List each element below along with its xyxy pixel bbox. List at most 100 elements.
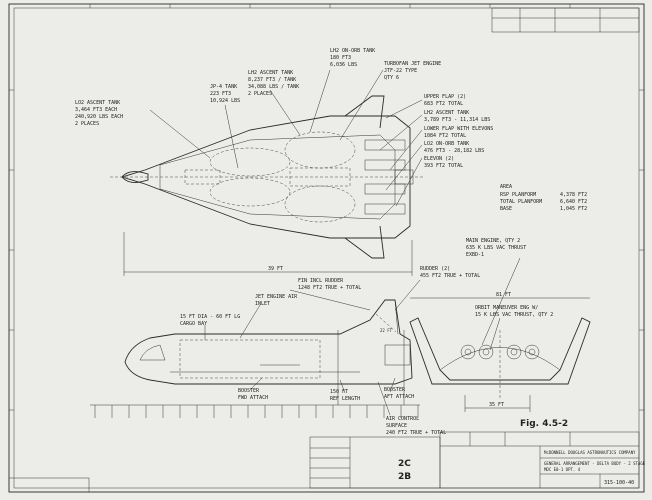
side-view [124,299,413,405]
svg-text:UPPER FLAP (2): UPPER FLAP (2) [424,94,466,100]
svg-text:FIN INCL RUDDER: FIN INCL RUDDER [298,278,344,284]
svg-text:BOOSTER: BOOSTER [384,387,406,393]
svg-text:ELEVON (2): ELEVON (2) [424,156,454,162]
svg-text:6,640 FT2: 6,640 FT2 [560,199,587,205]
svg-text:8,237 FT3 / TANK: 8,237 FT3 / TANK [248,77,296,83]
svg-text:MAIN ENGINE, QTY 2: MAIN ENGINE, QTY 2 [466,238,520,244]
span-label: 39 FT [268,266,283,272]
svg-text:150 FT: 150 FT [330,389,348,395]
svg-text:2 PLACES: 2 PLACES [248,91,272,97]
rear-leader-lines [481,257,521,351]
svg-text:LO2 ON-ORB TANK: LO2 ON-ORB TANK [424,141,469,147]
cockpit-window [139,344,166,361]
upper-wing-tip [344,95,385,129]
svg-text:QTY 6: QTY 6 [384,75,399,81]
label-air-control: AIR CONTROL SURFACE 240 FT2 TRUE + TOTAL [386,416,446,436]
rear-engines [460,344,540,360]
dwg-number: 315-100-40 [604,480,634,486]
dim-22ft-label: 22 FT [380,328,393,333]
svg-text:INLET: INLET [255,301,270,307]
label-lo2-onorb: LO2 ON-ORB TANK 476 FT3 - 28,182 LBS [424,141,484,154]
svg-text:CARGO BAY: CARGO BAY [180,321,207,327]
svg-text:TOTAL PLANFORM: TOTAL PLANFORM [500,199,542,205]
station-scale [90,404,420,418]
sheet-border [8,3,645,493]
svg-text:635 K LBS VAC THRUST: 635 K LBS VAC THRUST [466,245,526,251]
page-code-top: 2C [398,459,411,469]
label-fin: FIN INCL RUDDER 1248 FT2 TRUE + TOTAL [298,278,361,291]
label-jp4: JP-4 TANK 223 FT3 10,924 LBS [210,84,240,104]
lo2-ascent-tank-lower [209,177,291,207]
svg-text:JP-4 TANK: JP-4 TANK [210,84,237,90]
label-lh2-ascent: LH2 ASCENT TANK 8,237 FT3 / TANK 34,088 … [248,70,299,97]
svg-text:LH2 ASCENT TANK: LH2 ASCENT TANK [248,70,293,76]
svg-text:240 FT2 TRUE + TOTAL: 240 FT2 TRUE + TOTAL [386,430,446,436]
svg-text:ORBIT MANEUVER ENG W/: ORBIT MANEUVER ENG W/ [475,305,538,311]
svg-text:1248 FT2 TRUE + TOTAL: 1248 FT2 TRUE + TOTAL [298,285,361,291]
svg-text:EXBD-1: EXBD-1 [466,252,484,258]
svg-text:LO2 ASCENT TANK: LO2 ASCENT TANK [75,100,120,106]
svg-text:15 FT DIA - 60 FT LG: 15 FT DIA - 60 FT LG [180,314,240,320]
svg-text:1084 FT2 TOTAL: 1084 FT2 TOTAL [424,133,466,139]
label-lh2-onorb: LH2 ON-ORB TANK 180 FT3 6,036 LBS [330,48,375,68]
label-turbofan: TURBOFAN JET ENGINE JTF-22 TYPE QTY 6 [384,61,441,81]
title-main: GENERAL ARRANGEMENT - DELTA BODY - 2 STA… [544,461,646,466]
border-zone-ticks [9,4,644,411]
label-orbit-maneuver: ORBIT MANEUVER ENG W/ 15 K LBS VAC THRUS… [475,305,553,318]
page-code-bottom: 2B [398,472,411,482]
rear-view [409,297,591,412]
width-label: 81 FT [496,292,511,298]
rear-dim-label: 35 FT [489,402,504,408]
svg-text:4,378 FT2: 4,378 FT2 [560,192,587,198]
svg-text:RUDDER (2): RUDDER (2) [420,266,450,272]
svg-text:393 FT2 TOTAL: 393 FT2 TOTAL [424,163,463,169]
lower-wing-tip [344,225,385,259]
label-booster-fwd: BOOSTER FWD ATTACH [238,388,268,401]
title-company: McDONNELL DOUGLAS ASTRONAUTICS COMPANY [544,450,636,455]
label-main-engine: MAIN ENGINE, QTY 2 635 K LBS VAC THRUST … [466,238,526,258]
label-elevon: ELEVON (2) 393 FT2 TOTAL [424,156,463,169]
svg-text:3,789 FT3 - 11,314 LBS: 3,789 FT3 - 11,314 LBS [424,117,490,123]
svg-text:1,045 FT2: 1,045 FT2 [560,206,587,212]
label-lh2-ascent-2: LH2 ASCENT TANK 3,789 FT3 - 11,314 LBS [424,110,490,123]
svg-text:15 K LBS VAC THRUST, QTY 2: 15 K LBS VAC THRUST, QTY 2 [475,312,553,318]
title-block [8,431,640,493]
svg-text:LOWER FLAP WITH ELEVONS: LOWER FLAP WITH ELEVONS [424,126,493,132]
label-booster-aft: BOOSTER AFT ATTACH [384,387,414,400]
lo2-ascent-tank-upper [209,147,291,177]
revision-block [491,7,640,33]
svg-text:FWD ATTACH: FWD ATTACH [238,395,268,401]
label-rudder: RUDDER (2) 455 FT2 TRUE + TOTAL [420,266,480,279]
label-upper-flap: UPPER FLAP (2) 683 FT2 TOTAL [424,94,466,107]
title-sub: MDC E0-1 OPT. 4 [544,467,581,472]
inner-border [13,7,640,489]
svg-text:AFT ATTACH: AFT ATTACH [384,394,414,400]
side-profile [124,299,413,385]
svg-text:AREA: AREA [500,184,512,190]
svg-text:JTF-22 TYPE: JTF-22 TYPE [384,68,417,74]
svg-text:2 PLACES: 2 PLACES [75,121,99,127]
label-lower-flap: LOWER FLAP WITH ELEVONS 1084 FT2 TOTAL [424,126,493,139]
svg-text:476 FT3 - 28,182 LBS: 476 FT3 - 28,182 LBS [424,148,484,154]
side-leader-lines [204,279,421,416]
svg-text:LH2 ON-ORB TANK: LH2 ON-ORB TANK [330,48,375,54]
svg-text:180 FT3: 180 FT3 [330,55,351,61]
label-lo2-ascent: LO2 ASCENT TANK 3,464 FT3 EACH 240,920 L… [75,100,123,127]
svg-text:683 FT2 TOTAL: 683 FT2 TOTAL [424,101,463,107]
vertical-fin [369,299,399,335]
label-jet-inlet: JET ENGINE AIR INLET [255,294,298,307]
cargo-bay [179,339,321,379]
svg-text:SURFACE: SURFACE [386,423,407,429]
area-table: AREA RSP PLANFORM TOTAL PLANFORM BASE 4,… [500,184,587,212]
svg-text:34,088 LBS / TANK: 34,088 LBS / TANK [248,84,299,90]
svg-text:6,036 LBS: 6,036 LBS [330,62,357,68]
svg-text:BOOSTER: BOOSTER [238,388,260,394]
svg-text:BASE: BASE [500,206,512,212]
label-ref-length: 150 FT REF LENGTH [330,389,360,402]
svg-text:LH2 ASCENT TANK: LH2 ASCENT TANK [424,110,469,116]
svg-text:AIR CONTROL: AIR CONTROL [386,416,419,422]
svg-text:RSP PLANFORM: RSP PLANFORM [500,192,536,198]
plan-leader-lines [149,69,423,207]
svg-text:240,920 LBS EACH: 240,920 LBS EACH [75,114,123,120]
